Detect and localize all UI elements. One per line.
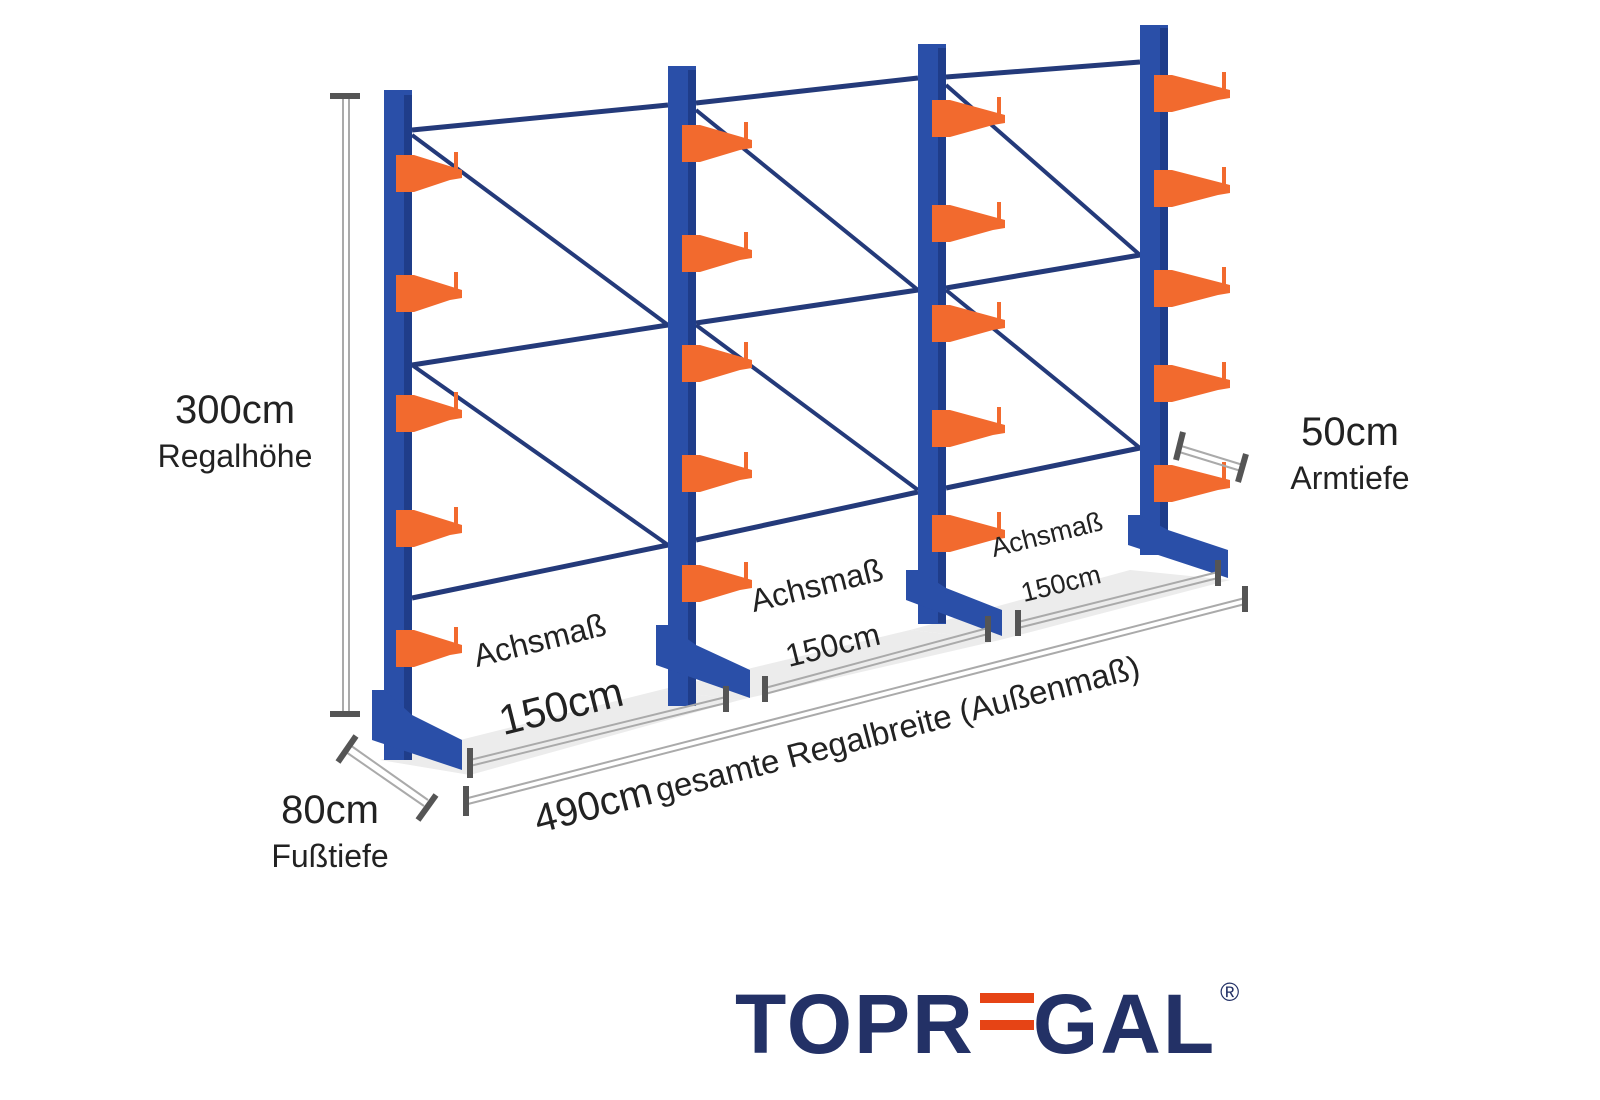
arm-end-stop — [1222, 167, 1226, 189]
logo-text: TOPREGAL — [735, 977, 1217, 1071]
cantilever-arm — [682, 235, 752, 272]
cantilever-arm — [1154, 365, 1230, 402]
cantilever-arm — [932, 305, 1005, 342]
arm-end-stop — [744, 562, 748, 584]
arm-end-stop — [1222, 462, 1226, 484]
cantilever-arm — [932, 100, 1005, 137]
dimension-lines — [342, 96, 1246, 807]
cantilever-arm — [932, 410, 1005, 447]
topregal-logo: TOPREGAL® — [735, 977, 1240, 1071]
cantilever-arm — [932, 205, 1005, 242]
base-foot-2 — [656, 625, 750, 698]
arm-end-stop — [454, 272, 458, 294]
cantilever-arm — [396, 510, 462, 547]
cantilever-arm — [932, 515, 1005, 552]
arm-end-stop — [744, 232, 748, 254]
arm-end-stop — [997, 97, 1001, 119]
cantilever-arm — [396, 395, 462, 432]
cantilever-arm — [396, 275, 462, 312]
cantilever-arm — [396, 630, 462, 667]
logo-accent-bar — [980, 993, 1034, 1003]
arm-end-stop — [997, 302, 1001, 324]
logo-accent-bar — [980, 1020, 1034, 1030]
arm-end-stop — [1222, 72, 1226, 94]
height-value: 300cm — [174, 388, 296, 432]
cantilever-arm — [682, 345, 752, 382]
height-label: Regalhöhe — [157, 438, 313, 474]
arm-end-stop — [454, 392, 458, 414]
arm-end-stop — [997, 512, 1001, 534]
diagonal-braces — [410, 83, 1142, 547]
base-foot-1 — [372, 690, 462, 770]
cantilever-arm — [1154, 270, 1230, 307]
foot-depth-value: 80cm — [281, 788, 379, 832]
arm-end-stop — [1222, 267, 1226, 289]
foot-depth-label: Fußtiefe — [271, 838, 389, 874]
arm-end-stop — [454, 507, 458, 529]
cantilever-arm — [682, 125, 752, 162]
arm-end-stop — [454, 627, 458, 649]
arm-end-stop — [1222, 362, 1226, 384]
arm-end-stop — [744, 452, 748, 474]
cantilever-arm — [1154, 170, 1230, 207]
dimension-ticks — [330, 93, 1249, 822]
cantilever-arm — [682, 455, 752, 492]
base-foot-3 — [906, 570, 1002, 636]
arm-depth-label: Armtiefe — [1290, 460, 1410, 496]
registered-mark: ® — [1220, 977, 1240, 1007]
cantilever-arm — [396, 155, 462, 192]
arm-end-stop — [744, 342, 748, 364]
cantilever-arm — [1154, 75, 1230, 112]
arm-end-stop — [997, 202, 1001, 224]
arm-end-stop — [454, 152, 458, 174]
base-foot-4 — [1128, 515, 1228, 578]
horizontal-braces — [411, 59, 1141, 601]
arm-end-stop — [744, 122, 748, 144]
cantilever-arm — [682, 565, 752, 602]
arm-depth-value: 50cm — [1301, 410, 1399, 454]
arm-end-stop — [997, 407, 1001, 429]
cantilever-arms — [396, 72, 1230, 667]
cantilever-arm — [1154, 465, 1230, 502]
